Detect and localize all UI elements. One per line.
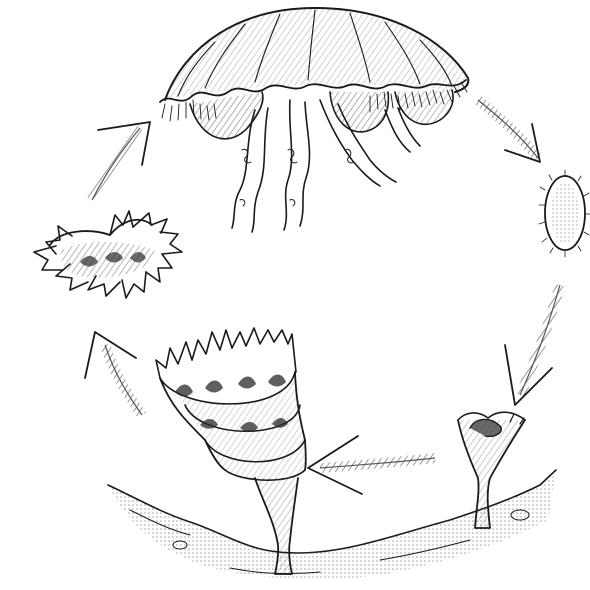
arrow-ephyra-to-medusa bbox=[92, 122, 150, 200]
arrow-medusa-to-planula bbox=[478, 100, 540, 162]
arrow-polyp-to-strobila bbox=[308, 436, 435, 494]
planula-larva-icon bbox=[539, 170, 590, 257]
medusa-jellyfish-icon bbox=[160, 8, 468, 232]
arrow-strobila-to-ephyra bbox=[85, 332, 142, 415]
arrow-planula-to-polyp bbox=[505, 285, 560, 405]
ephyra-icon bbox=[34, 211, 182, 298]
